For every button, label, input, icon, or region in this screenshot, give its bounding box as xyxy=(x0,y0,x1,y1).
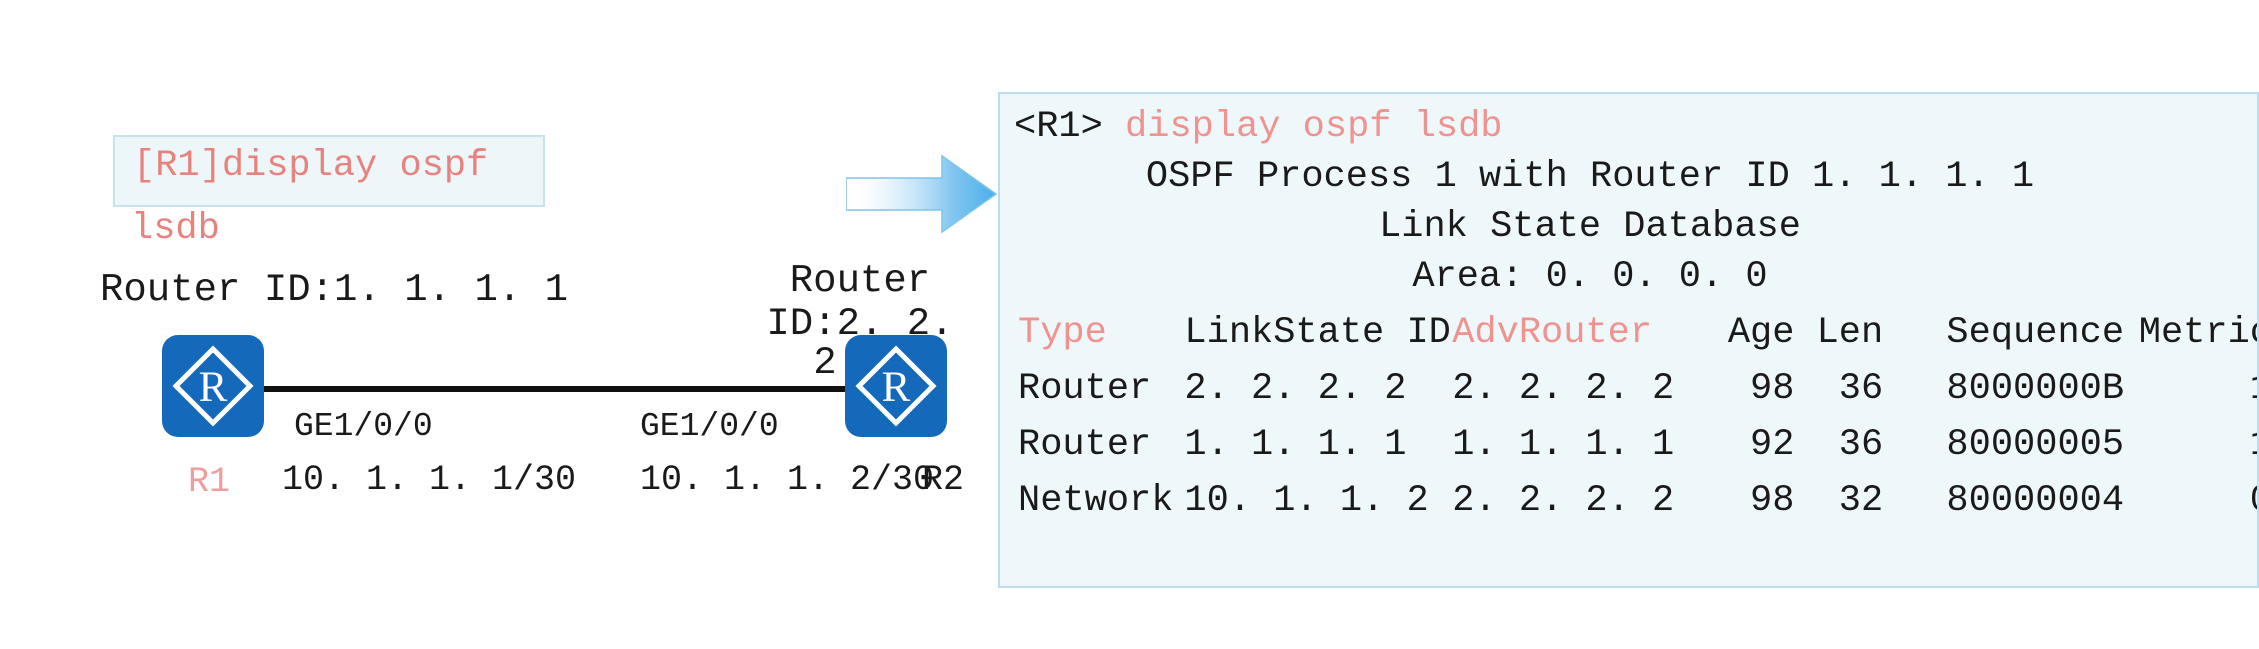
column-header-age: Age xyxy=(1727,312,1795,354)
cell-sequence: 80000004 xyxy=(1946,480,2125,522)
left-router-id-label: Router ID:1. 1. 1. 1 xyxy=(100,268,569,312)
terminal-prompt-line: <R1> display ospf lsdb xyxy=(1014,106,1503,148)
cell-linkstate: 1. 1. 1. 1 xyxy=(1184,424,1407,466)
cell-len: 32 xyxy=(1838,480,1884,522)
cell-advrouter: 1. 1. 1. 1 xyxy=(1452,424,1675,466)
column-header-sequence: Sequence xyxy=(1946,312,2125,354)
column-header-advrouter: AdvRouter xyxy=(1452,312,1653,354)
cell-metric: 1 xyxy=(2124,362,2257,418)
cell-metric: 0 xyxy=(2124,474,2257,530)
command-callout-box: [R1]display ospf xyxy=(113,135,545,207)
cell-len: 36 xyxy=(1838,368,1884,410)
table-row: Network 10. 1. 1. 2 2. 2. 2. 2 98 32 800… xyxy=(1012,474,2257,530)
router-icon-r1: R xyxy=(162,335,264,437)
router-icon-r2: R xyxy=(845,335,947,437)
left-ip-label: 10. 1. 1. 1/30 xyxy=(282,460,577,500)
command-callout-wrapped-text: lsdb xyxy=(131,208,220,250)
cell-age: 98 xyxy=(1750,480,1795,522)
command-callout-text: [R1]display ospf xyxy=(133,145,489,187)
terminal-output-panel[interactable]: <R1> display ospf lsdb OSPF Process 1 wi… xyxy=(998,92,2259,588)
cell-age: 98 xyxy=(1750,368,1795,410)
ospf-process-line: OSPF Process 1 with Router ID 1. 1. 1. 1 xyxy=(1145,156,2035,198)
cell-advrouter: 2. 2. 2. 2 xyxy=(1452,480,1675,522)
terminal-command: display ospf lsdb xyxy=(1125,106,1503,148)
cell-sequence: 80000005 xyxy=(1946,424,2125,466)
left-router-name-label: R1 xyxy=(188,462,231,502)
right-interface-label: GE1/0/0 xyxy=(640,408,779,445)
terminal-output-content: <R1> display ospf lsdb OSPF Process 1 wi… xyxy=(1000,94,2257,586)
right-arrow-icon xyxy=(846,152,998,236)
area-line: Area: 0. 0. 0. 0 xyxy=(1412,256,1768,298)
column-header-metric: Metric xyxy=(2138,312,2259,354)
column-header-linkstate: LinkState ID xyxy=(1184,312,1451,354)
cell-type: Network xyxy=(1018,480,1174,522)
cell-metric: 1 xyxy=(2124,418,2257,474)
cell-type: Router xyxy=(1018,424,1152,466)
cell-len: 36 xyxy=(1838,424,1884,466)
right-router-name-label: R2 xyxy=(922,460,965,500)
column-header-len: Len xyxy=(1816,312,1884,354)
network-link-line xyxy=(264,386,864,392)
right-router-id-line1: Router xyxy=(789,259,931,303)
lsdb-table: Type LinkState ID AdvRouter Age Len Sequ… xyxy=(1012,306,2259,530)
table-row: Router 1. 1. 1. 1 1. 1. 1. 1 92 36 80000… xyxy=(1012,418,2257,474)
cell-sequence: 8000000B xyxy=(1946,368,2125,410)
right-ip-label: 10. 1. 1. 2/30 xyxy=(640,460,935,500)
cell-type: Router xyxy=(1018,368,1152,410)
topology-diagram: [R1]display ospf lsdb Router ID:1. 1. 1.… xyxy=(0,0,1000,649)
cell-linkstate: 2. 2. 2. 2 xyxy=(1184,368,1407,410)
lsdb-table-header-row: Type LinkState ID AdvRouter Age Len Sequ… xyxy=(1012,306,2259,362)
svg-text:R: R xyxy=(199,364,228,411)
table-row: Router 2. 2. 2. 2 2. 2. 2. 2 98 36 80000… xyxy=(1012,362,2257,418)
cell-age: 92 xyxy=(1750,424,1795,466)
cell-linkstate: 10. 1. 1. 2 xyxy=(1184,480,1429,522)
svg-text:R: R xyxy=(882,364,911,411)
cell-advrouter: 2. 2. 2. 2 xyxy=(1452,368,1675,410)
left-interface-label: GE1/0/0 xyxy=(294,408,433,445)
link-state-database-line: Link State Database xyxy=(1379,206,1801,248)
column-header-type: Type xyxy=(1018,312,1107,354)
terminal-prompt: <R1> xyxy=(1014,106,1103,148)
